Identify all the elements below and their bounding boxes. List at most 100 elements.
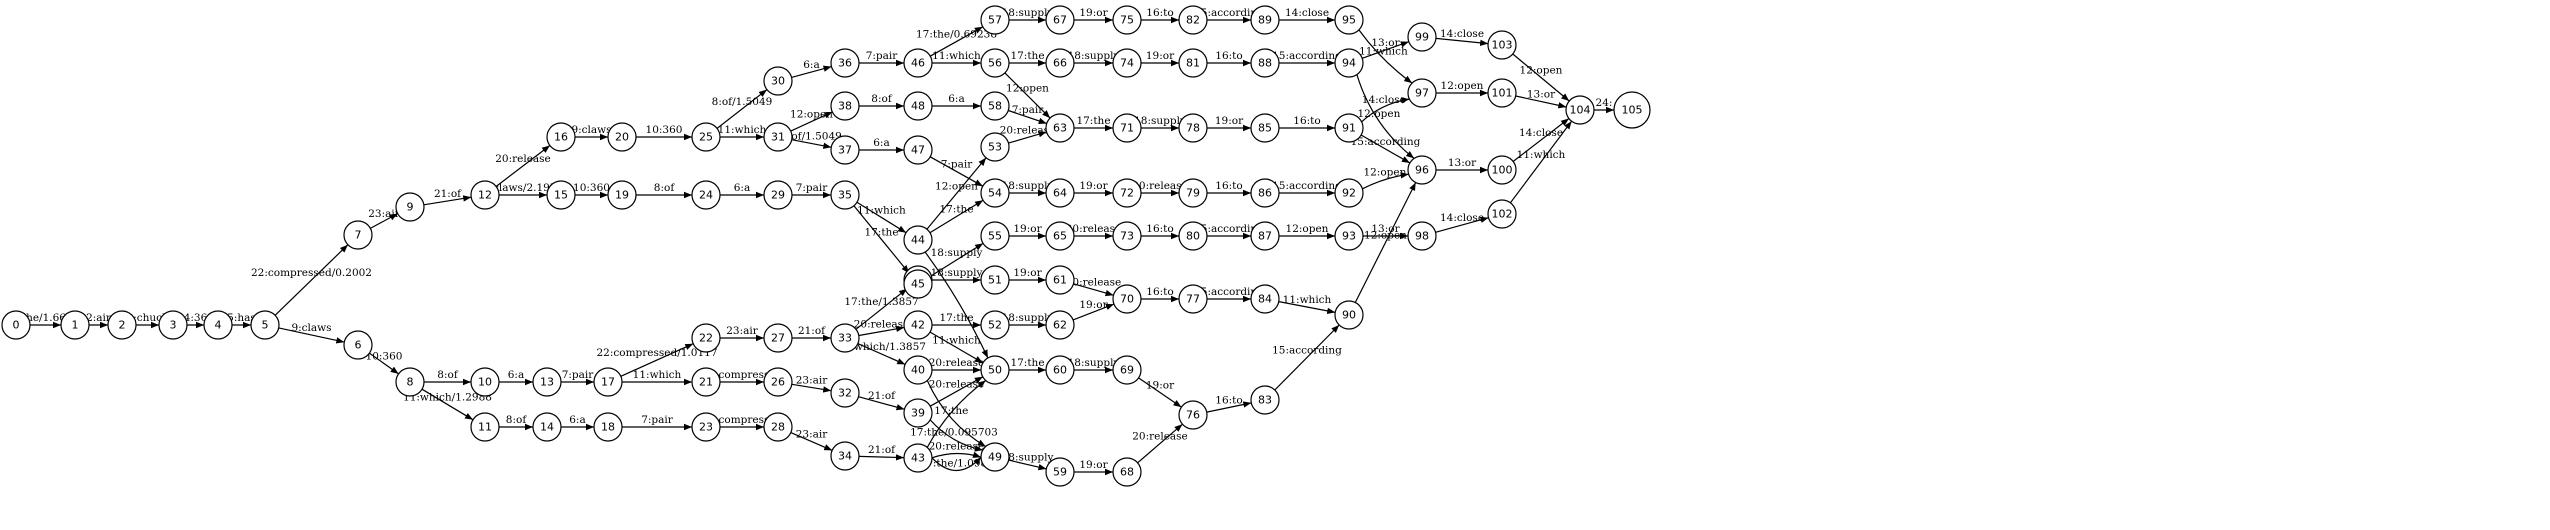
edge-7-9: [370, 213, 398, 229]
edge-56-63: [1004, 72, 1051, 119]
state-node: 39: [903, 398, 933, 428]
state-circle: [1112, 113, 1142, 143]
state-label: 66: [1053, 57, 1067, 70]
edge-68-76: [1137, 423, 1183, 464]
edge-label: 12:open: [1441, 80, 1484, 92]
state-circle: [980, 442, 1010, 472]
state-circle: [980, 310, 1010, 340]
state-circle: [903, 48, 933, 78]
state-circle: [763, 122, 793, 152]
state-node: 99: [1407, 22, 1437, 52]
state-node: 1: [60, 310, 90, 340]
state-circle: [470, 412, 500, 442]
state-node: 17: [593, 367, 623, 397]
state-label: 24: [699, 189, 713, 202]
state-circle: [1112, 284, 1142, 314]
state-circle: [1334, 48, 1364, 78]
edge-label: 17:the: [1076, 115, 1110, 127]
edge-28-34: [790, 432, 833, 451]
state-node: 9: [395, 192, 425, 222]
state-circle: [1045, 5, 1075, 35]
state-circle: [1250, 48, 1280, 78]
state-node: 35: [830, 180, 860, 210]
state-node: 76: [1178, 400, 1208, 430]
edge-label: 14:close: [1440, 28, 1484, 40]
state-label: 90: [1342, 309, 1356, 322]
state-label: 77: [1186, 293, 1200, 306]
state-node: 75: [1112, 5, 1142, 35]
edge-label: 11:which: [718, 124, 767, 136]
state-circle: [691, 180, 721, 210]
state-circle: [607, 180, 637, 210]
state-circle: [1045, 48, 1075, 78]
state-node: 33: [830, 323, 860, 353]
state-circle: [395, 367, 425, 397]
edge-label: 3:chuck: [127, 312, 170, 324]
state-label: 70: [1120, 293, 1134, 306]
state-circle: [1, 310, 31, 340]
edge-label: 20:release: [929, 441, 985, 453]
edge-label: 15:according: [1272, 180, 1342, 192]
state-label: 32: [838, 387, 852, 400]
state-label: 68: [1120, 466, 1134, 479]
edge-label: 2:air: [86, 312, 112, 324]
state-circle: [1487, 199, 1517, 229]
state-node: 94: [1334, 48, 1364, 78]
state-node: 19: [607, 180, 637, 210]
edge-label: 18:supply: [1134, 115, 1186, 127]
state-label: 12: [478, 189, 492, 202]
state-label: 23: [699, 421, 713, 434]
state-node: 79: [1178, 178, 1208, 208]
state-node: 95: [1334, 5, 1364, 35]
edge-label: 20:release: [495, 153, 551, 165]
edge-label: 18:supply: [1002, 7, 1054, 19]
state-circle: [691, 412, 721, 442]
edge-76-83: [1206, 401, 1252, 413]
state-circle: [250, 310, 280, 340]
state-label: 4: [215, 319, 222, 332]
edge-12-16: [495, 145, 551, 187]
state-circle: [1045, 265, 1075, 295]
edge-label: 6:a: [803, 59, 819, 71]
edge-label: 17:the: [939, 312, 973, 324]
state-label: 102: [1492, 208, 1513, 221]
state-label: 96: [1415, 164, 1429, 177]
edge-103-104: [1512, 53, 1570, 102]
state-label: 73: [1120, 230, 1134, 243]
edge-label: 13:or: [1527, 89, 1556, 101]
state-circle: [1250, 221, 1280, 251]
edge-label: 15:according: [1272, 50, 1342, 62]
edge-label: 22:compressed/1.0117: [596, 347, 717, 359]
state-node: 5: [250, 310, 280, 340]
edge-label: 8:of: [437, 369, 459, 381]
state-label: 98: [1415, 230, 1429, 243]
state-circle: [1112, 178, 1142, 208]
state-label: 62: [1053, 319, 1067, 332]
state-label: 26: [771, 376, 785, 389]
state-circle: [903, 91, 933, 121]
edge-label: 14:close: [1362, 94, 1406, 106]
state-node: 96: [1407, 155, 1437, 185]
edge-label: 17:the/1.3857: [844, 296, 918, 308]
state-circle: [1250, 284, 1280, 314]
state-label: 40: [911, 364, 925, 377]
state-circle: [1045, 310, 1075, 340]
edge-label: 9:claws: [571, 124, 611, 136]
edge-label: 20:release: [1132, 180, 1188, 192]
state-node: 67: [1045, 5, 1075, 35]
edge-label: 10:360: [646, 124, 683, 136]
edge-44-54: [929, 199, 984, 234]
state-label: 3: [170, 319, 177, 332]
edge-62-70: [1072, 303, 1115, 321]
edge-label: 20:release: [929, 379, 985, 391]
edge-label: 8:of: [654, 182, 676, 194]
state-circle: [1250, 178, 1280, 208]
edge-label: 20:release: [1066, 277, 1122, 289]
state-label: 43: [911, 452, 925, 465]
state-node: 18: [593, 412, 623, 442]
state-label: 48: [911, 100, 925, 113]
state-label: 18: [601, 421, 615, 434]
state-node: 40: [903, 355, 933, 385]
state-label: 15: [554, 189, 568, 202]
